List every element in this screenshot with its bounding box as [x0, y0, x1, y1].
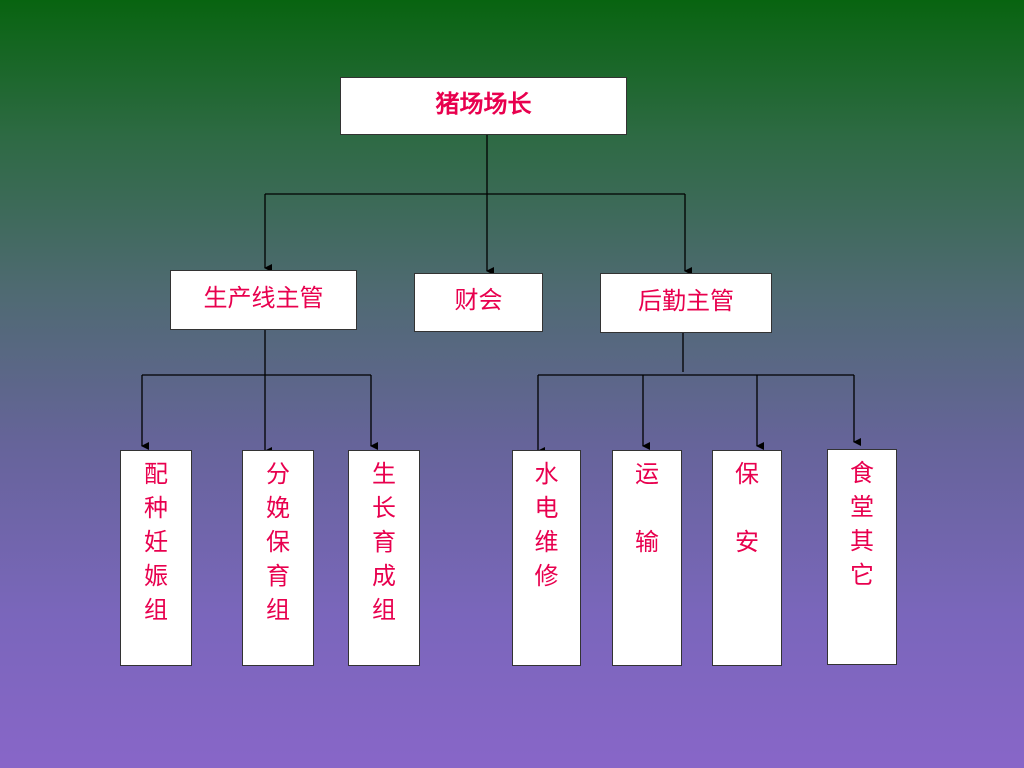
char: 水 — [534, 460, 559, 488]
logistics-manager-label: 后勤主管 — [638, 286, 734, 315]
farm-director-label: 猪场场长 — [435, 88, 532, 118]
char: 其 — [850, 527, 874, 555]
char: 种 — [144, 494, 168, 522]
farrowing-nursery-group-box: 分 娩 保 育 组 — [242, 450, 314, 666]
char: 运 — [635, 460, 659, 488]
char: 组 — [266, 596, 290, 624]
char: 保 — [735, 460, 759, 488]
char: 输 — [635, 528, 659, 556]
char: 成 — [372, 562, 396, 590]
char: 电 — [534, 494, 559, 522]
finance-label: 财会 — [454, 286, 503, 314]
char: 娩 — [266, 494, 290, 522]
grower-finisher-group-box: 生 长 育 成 组 — [348, 450, 420, 666]
farm-director-box: 猪场场长 — [340, 77, 627, 135]
char: 生 — [372, 460, 396, 488]
finance-box: 财会 — [414, 273, 543, 332]
logistics-manager-box: 后勤主管 — [600, 273, 772, 333]
char: 堂 — [850, 493, 874, 521]
production-manager-box: 生产线主管 — [170, 270, 357, 330]
char: 食 — [850, 459, 874, 487]
char: 育 — [266, 562, 290, 590]
breeding-gestation-group-box: 配 种 妊 娠 组 — [120, 450, 192, 666]
char: 配 — [144, 460, 168, 488]
security-group-box: 保 安 — [712, 450, 782, 666]
char: 维 — [534, 528, 559, 556]
char: 保 — [266, 528, 290, 556]
char: 组 — [144, 596, 168, 624]
char — [613, 491, 681, 525]
transport-group-box: 运 输 — [612, 450, 682, 666]
char: 它 — [850, 561, 874, 589]
char: 妊 — [144, 528, 168, 556]
char: 安 — [735, 528, 759, 556]
char — [713, 491, 781, 525]
char: 娠 — [144, 562, 168, 590]
char: 育 — [372, 528, 396, 556]
char: 组 — [372, 596, 396, 624]
maintenance-group-box: 水 电 维 修 — [512, 450, 581, 666]
char: 修 — [534, 562, 559, 590]
production-manager-label: 生产线主管 — [203, 283, 324, 312]
canteen-other-group-box: 食 堂 其 它 — [827, 449, 897, 665]
char: 长 — [372, 494, 396, 522]
char: 分 — [266, 460, 290, 488]
